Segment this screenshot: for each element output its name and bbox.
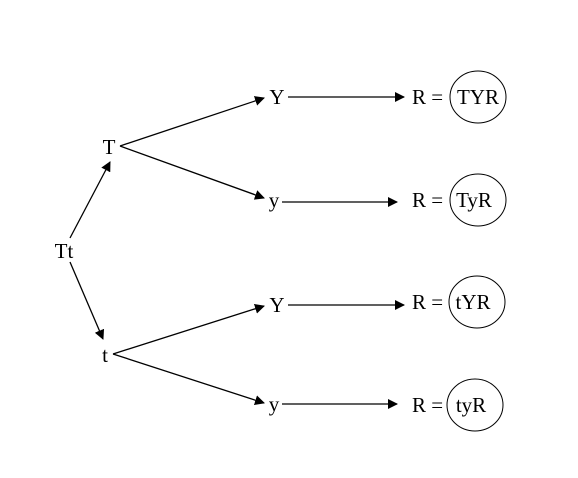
node-label-t: t <box>102 343 108 367</box>
result-circle-2 <box>449 173 507 227</box>
node-label-Y-lower: Y <box>269 293 284 317</box>
result-3-prefix: R = <box>412 290 443 314</box>
result-circle-4 <box>446 378 504 432</box>
edge-t-to-Y <box>112 303 265 355</box>
edge-Tt-to-T <box>69 161 111 239</box>
result-2-gamete: TyR <box>456 188 492 212</box>
node-label-Y-upper: Y <box>269 85 284 109</box>
result-3-gamete: tYR <box>455 290 490 314</box>
node-label-y-lower: y <box>269 392 280 416</box>
edge-t-to-y <box>112 353 265 405</box>
edge-Tt-to-t <box>69 261 105 340</box>
node-label-T: T <box>103 135 116 159</box>
edge-T-to-y <box>119 145 265 200</box>
result-2-prefix: R = <box>412 188 443 212</box>
result-1-gamete: TYR <box>457 85 499 109</box>
node-label-y-upper: y <box>269 188 280 212</box>
root-node-label: Tt <box>55 239 74 263</box>
edge-T-to-Y <box>119 96 265 147</box>
result-1-prefix: R = <box>412 85 443 109</box>
result-4-prefix: R = <box>412 393 443 417</box>
result-4-gamete: tyR <box>456 393 486 417</box>
result-circle-3 <box>448 275 506 329</box>
result-circle-1 <box>449 70 507 124</box>
